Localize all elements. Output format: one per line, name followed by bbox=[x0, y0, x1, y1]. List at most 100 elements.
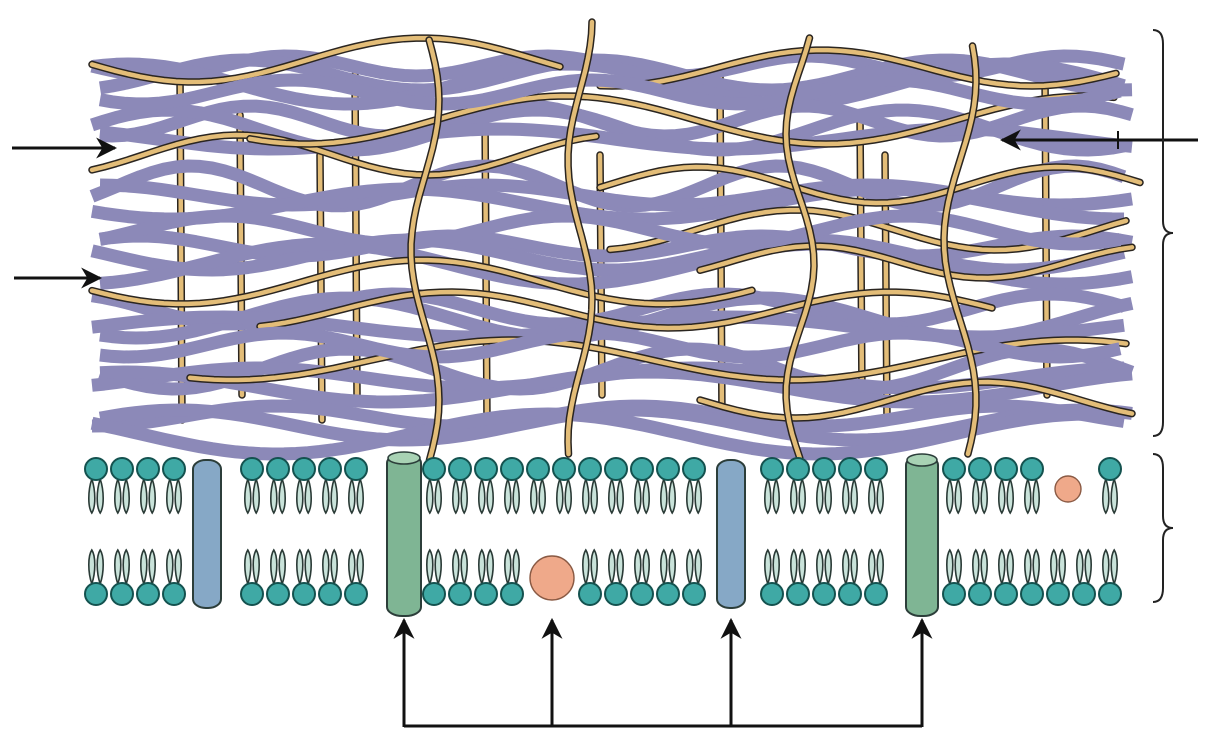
lipid-head bbox=[682, 457, 706, 481]
lipid-tail bbox=[998, 548, 1006, 587]
lipid-head bbox=[760, 457, 784, 481]
lipid-tail bbox=[452, 476, 460, 515]
lipid-head bbox=[604, 582, 628, 606]
microfibril bbox=[99, 237, 1134, 291]
membrane-brace bbox=[1152, 453, 1174, 603]
lipid-head bbox=[656, 582, 680, 606]
transmembrane-protein bbox=[905, 455, 939, 617]
lipid-tail bbox=[668, 476, 676, 515]
crosslinking-glycan bbox=[597, 164, 1143, 206]
lipid-tail bbox=[330, 548, 338, 587]
lipid-head bbox=[266, 582, 290, 606]
lipid-tail bbox=[1076, 548, 1084, 587]
lipid-tail bbox=[270, 548, 278, 587]
lipid-head bbox=[1046, 582, 1070, 606]
lipid-tail bbox=[140, 548, 148, 587]
lipid-head bbox=[630, 457, 654, 481]
lipid-head bbox=[344, 457, 368, 481]
protein-top-cap bbox=[906, 453, 938, 467]
crosslinking-glycan bbox=[89, 35, 563, 85]
lipid-head bbox=[84, 582, 108, 606]
crosslinking-glycan bbox=[941, 43, 979, 457]
lipid-tail bbox=[798, 476, 806, 515]
lipid-tail bbox=[252, 476, 260, 515]
lipid-tail bbox=[642, 476, 650, 515]
lipid-tail bbox=[694, 548, 702, 587]
lipid-tail bbox=[504, 476, 512, 515]
crosslinking-glycan bbox=[783, 35, 817, 461]
lipid-tail bbox=[1102, 548, 1110, 587]
transmembrane-protein bbox=[716, 459, 746, 609]
microfibril bbox=[91, 57, 1126, 111]
transmembrane-protein bbox=[386, 453, 422, 617]
lipid-head bbox=[760, 582, 784, 606]
lipid-head bbox=[578, 582, 602, 606]
lipid-head bbox=[474, 582, 498, 606]
microfibril bbox=[99, 122, 1133, 156]
lipid-tail bbox=[478, 548, 486, 587]
lipid-tail bbox=[634, 548, 642, 587]
microfibril bbox=[90, 103, 1126, 157]
lipid-tail bbox=[434, 476, 442, 515]
lipid-tail bbox=[1102, 476, 1110, 515]
lipid-tail bbox=[764, 476, 772, 515]
lipid-tail bbox=[1024, 548, 1032, 587]
crosslinking-glycan bbox=[257, 289, 995, 331]
lipid-head bbox=[630, 582, 654, 606]
lipid-tail bbox=[686, 476, 694, 515]
crosslinking-glycan bbox=[565, 19, 595, 457]
lipid-head bbox=[864, 457, 888, 481]
lipid-head bbox=[942, 582, 966, 606]
lipid-head bbox=[1098, 582, 1122, 606]
lipid-head bbox=[526, 457, 550, 481]
lipid-tail bbox=[166, 548, 174, 587]
lipid-head bbox=[422, 457, 446, 481]
lipid-tail bbox=[478, 476, 486, 515]
lipid-tail bbox=[868, 476, 876, 515]
lipid-head bbox=[110, 457, 134, 481]
lipid-tail bbox=[946, 476, 954, 515]
lipid-head bbox=[136, 457, 160, 481]
lipid-tail bbox=[486, 476, 494, 515]
lipid-tail bbox=[1032, 476, 1040, 515]
lipid-tail bbox=[426, 476, 434, 515]
transmembrane-protein bbox=[192, 459, 222, 609]
lipid-tail bbox=[512, 548, 520, 587]
lipid-head bbox=[682, 582, 706, 606]
lipid-head bbox=[968, 457, 992, 481]
lipid-head bbox=[994, 457, 1018, 481]
cell-wall-brace bbox=[1152, 29, 1174, 437]
lipid-tail bbox=[348, 548, 356, 587]
lipid-tail bbox=[278, 548, 286, 587]
lipid-tail bbox=[304, 476, 312, 515]
lipid-tail bbox=[998, 476, 1006, 515]
lipid-tail bbox=[582, 476, 590, 515]
lipid-head bbox=[578, 457, 602, 481]
crosslinking-glycan bbox=[597, 47, 1119, 89]
lipid-tail bbox=[88, 476, 96, 515]
lipid-tail bbox=[694, 476, 702, 515]
lipid-head bbox=[786, 582, 810, 606]
lipid-tail bbox=[1110, 476, 1118, 515]
lipid-head bbox=[1020, 457, 1044, 481]
plasma-membrane bbox=[84, 451, 1122, 617]
lipid-tail bbox=[634, 476, 642, 515]
crosslinking-glycan bbox=[697, 243, 1135, 281]
lipid-head bbox=[500, 582, 524, 606]
microfibril bbox=[98, 209, 1122, 251]
annotations bbox=[12, 29, 1198, 728]
lipid-tail bbox=[122, 548, 130, 587]
lipid-tail bbox=[772, 476, 780, 515]
lipid-tail bbox=[608, 548, 616, 587]
lipid-head bbox=[500, 457, 524, 481]
lipid-tail bbox=[538, 476, 546, 515]
crosslinking-glycan bbox=[89, 257, 755, 307]
lipid-tail bbox=[460, 548, 468, 587]
lipid-tail bbox=[686, 548, 694, 587]
lipid-tail bbox=[946, 548, 954, 587]
lipid-head bbox=[942, 457, 966, 481]
lipid-tail bbox=[1024, 476, 1032, 515]
lipid-tail bbox=[114, 548, 122, 587]
lipid-head bbox=[318, 457, 342, 481]
